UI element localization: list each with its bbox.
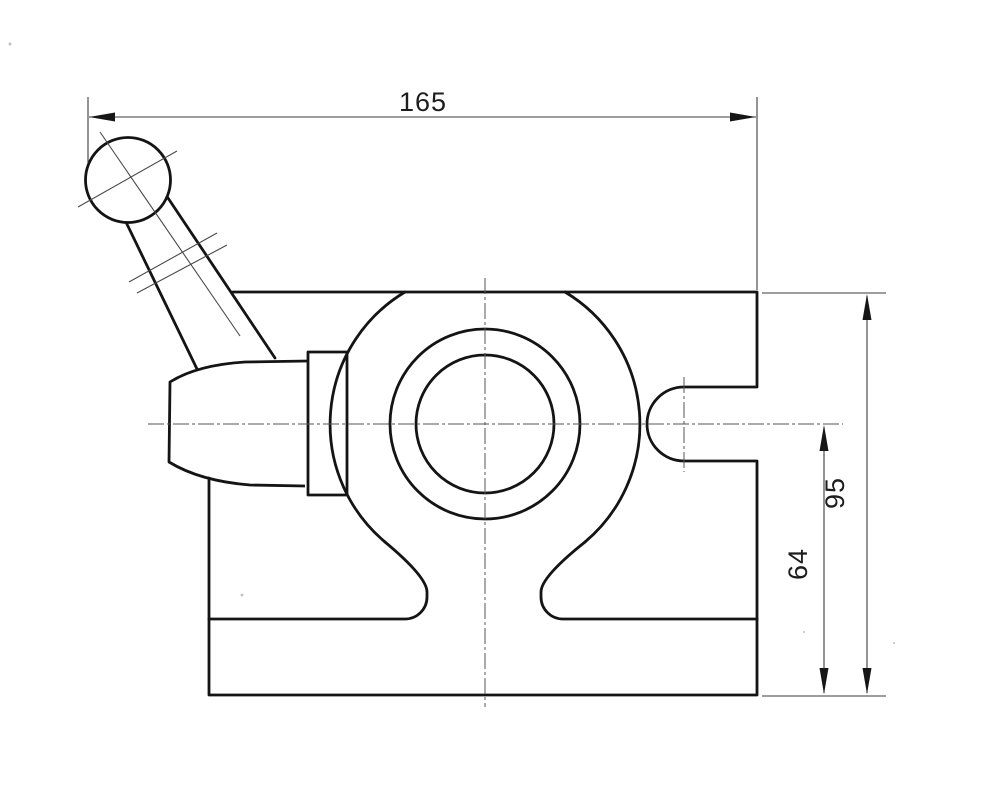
body-outline (207, 290, 759, 697)
lever-break-line-2 (136, 244, 228, 294)
scan-speck (8, 42, 12, 46)
lever-shaft-right-edge (166, 196, 277, 360)
ball-knob (84, 136, 172, 224)
dimension-label-width: 165 (399, 87, 447, 117)
scan-specks (8, 42, 895, 644)
arrowhead-up-64 (819, 425, 829, 451)
arrowhead-left (89, 112, 115, 122)
right-foot-step (539, 540, 759, 621)
arrowhead-down-64 (819, 668, 829, 694)
body-profile (207, 290, 759, 697)
dimension-overall-width: 165 (87, 87, 758, 290)
dimension-label-height-95: 95 (820, 477, 850, 509)
left-foot-step (207, 540, 429, 621)
lever-shaft-left-edge (122, 216, 199, 371)
arrowhead-down-95 (862, 668, 872, 694)
lever-break-line-1 (128, 232, 218, 283)
arrowhead-right (730, 112, 756, 122)
ball-cross-centerline (77, 150, 178, 208)
dimension-overall-height: 95 (762, 292, 886, 697)
ball-handle-lever (84, 136, 277, 371)
lever-axis-centerline (99, 131, 241, 337)
centerlines (77, 131, 843, 707)
boss-outer-arc-left (328, 290, 407, 544)
dimension-label-height-64: 64 (783, 548, 813, 580)
arrowhead-up-95 (862, 294, 872, 320)
dimension-slot-center-height: 64 (783, 425, 829, 694)
scan-speck (240, 593, 244, 597)
boss-outer-arc-right (563, 290, 642, 544)
scan-speck (893, 642, 895, 644)
scan-speck (803, 631, 805, 633)
lever-shaft-fill (124, 198, 275, 369)
